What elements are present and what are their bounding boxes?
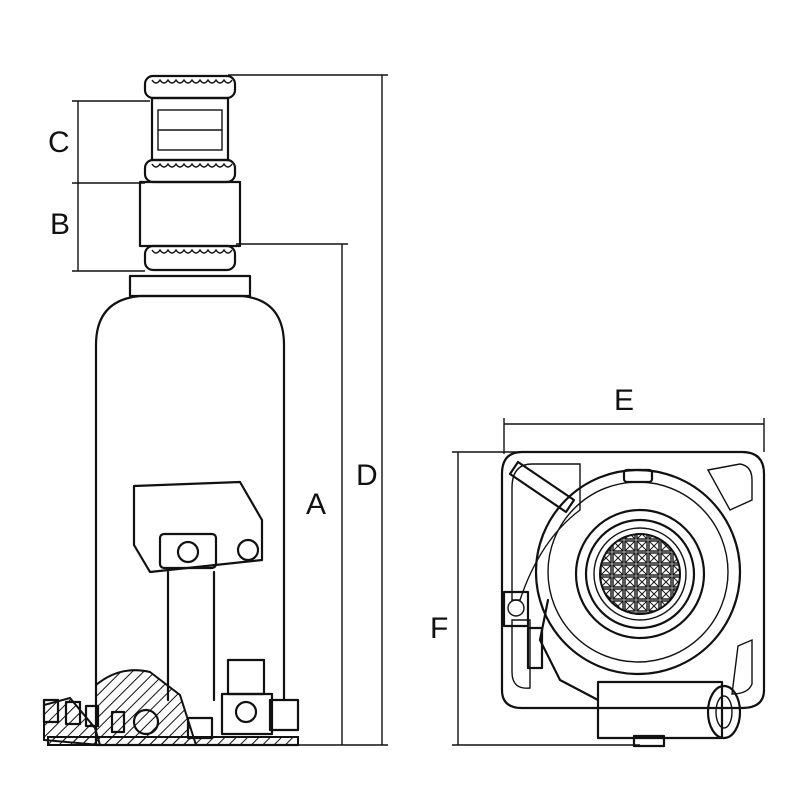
side-view: C B A D [42,74,388,747]
extension-screw [143,96,237,184]
dimension-label-b: B [50,208,70,241]
cylinder-body [94,274,286,747]
dimension-lines-side [72,74,388,746]
ram [138,180,242,272]
top-view: E F [430,384,766,748]
dimension-lines-top [452,418,765,746]
dimension-label-d: D [356,459,378,492]
pump-mechanism [132,480,300,736]
dimension-label-c: C [48,126,70,159]
saddle-head [143,74,237,100]
saddle-top-view [574,508,706,640]
dimension-label-a: A [306,488,326,521]
dimension-label-f: F [430,612,448,645]
dimension-label-e: E [614,384,634,417]
base-section [42,669,300,747]
